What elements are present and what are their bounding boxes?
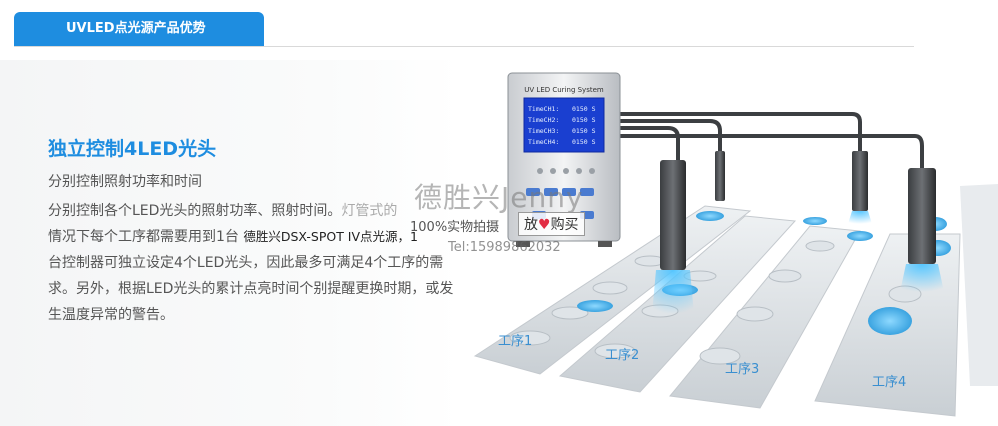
body-text-2: 情况下每个工序都需要用到1台 — [48, 229, 239, 245]
body-text-3: 台控制器可独立设定4个LED光头，因此最多可满足4个工序的需求。另外，根据LED… — [48, 255, 454, 323]
led-head-4 — [900, 168, 944, 292]
screen-row-value: 0150 S — [572, 127, 596, 135]
station-label-3: 工序3 — [725, 362, 759, 377]
tab-bar: UVLED点光源产品优势 — [14, 12, 914, 47]
heart-icon: ♥ — [538, 217, 551, 233]
screen-row-label: TimeCH1: — [528, 105, 559, 113]
tab-uvled-advantages[interactable]: UVLED点光源产品优势 — [14, 12, 264, 46]
watermark-brand: 德胜兴Jenny — [414, 181, 584, 214]
model-name: 德胜兴DSX-SPOT IV点光源，1 — [243, 229, 418, 244]
controller-box: UV LED Curing System TimeCH1: 0150 S Tim… — [507, 72, 621, 247]
product-illustration: UV LED Curing System TimeCH1: 0150 S Tim… — [473, 72, 998, 417]
indicator-leds — [537, 168, 595, 174]
device-title: UV LED Curing System — [524, 86, 604, 94]
screen-row-value: 0150 S — [572, 105, 596, 113]
watermark-buy-badge: 放♥购买 — [518, 212, 585, 236]
led-cables — [616, 112, 924, 170]
body-text-faded: 灯管式的 — [341, 203, 398, 219]
badge-text-pre: 放 — [524, 217, 538, 233]
left-background — [0, 60, 460, 426]
badge-text-post: 购买 — [550, 217, 579, 233]
watermark-tag: 100%实物拍摄 — [410, 220, 500, 235]
station-label-1: 工序1 — [498, 334, 532, 349]
section-subhead: 分别控制照射功率和时间 — [48, 174, 202, 190]
screen-row-label: TimeCH3: — [528, 127, 559, 135]
station-label-2: 工序2 — [605, 348, 639, 363]
screen-row-value: 0150 S — [572, 116, 596, 124]
screen-row-label: TimeCH2: — [528, 116, 559, 124]
device-screen — [523, 97, 605, 153]
section-body: 分别控制各个LED光头的照射功率、照射时间。灯管式的 情况下每个工序都需要用到1… — [48, 198, 466, 328]
led-head-2 — [715, 151, 725, 201]
screen-row-label: TimeCH4: — [528, 138, 559, 146]
station-label-4: 工序4 — [872, 375, 906, 390]
body-text-1: 分别控制各个LED光头的照射功率、照射时间。 — [48, 203, 342, 219]
led-head-1 — [652, 160, 694, 314]
led-head-3 — [848, 151, 872, 224]
section-headline: 独立控制4LED光头 — [48, 138, 217, 160]
screen-row-value: 0150 S — [572, 138, 596, 146]
watermark-tel: Tel:15989862032 — [448, 240, 561, 255]
